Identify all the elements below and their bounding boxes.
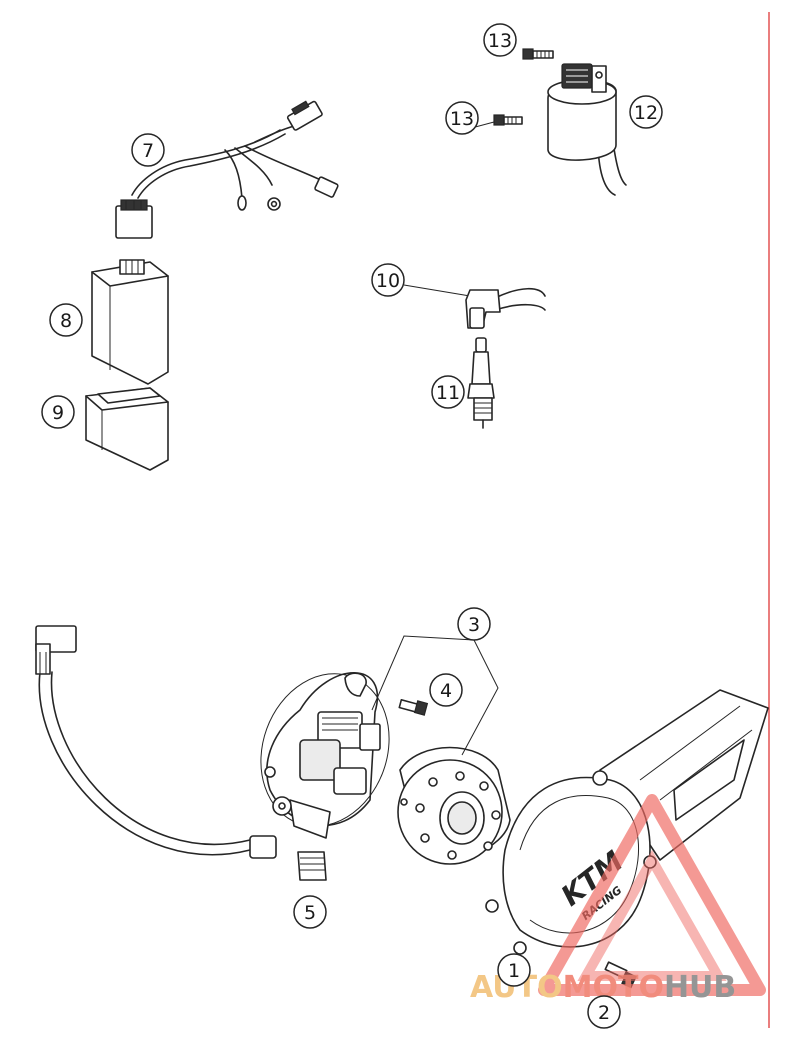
watermark-triangle <box>538 794 766 996</box>
callout-label: 8 <box>60 310 72 332</box>
callout-label: 10 <box>376 270 400 292</box>
callout-circle <box>457 607 491 641</box>
callout-circle <box>587 995 621 1029</box>
callout-label: 3 <box>468 614 480 636</box>
callout-label: 11 <box>436 382 460 404</box>
callout-c2: 2 <box>587 995 621 1029</box>
callout-circle <box>371 263 405 297</box>
callout-label: 12 <box>634 102 658 124</box>
wiring-harness <box>115 100 339 239</box>
callout-circle <box>429 673 463 707</box>
callout-c10: 10 <box>371 263 405 297</box>
callout-label: 13 <box>488 30 512 52</box>
callout-label: 13 <box>450 108 474 130</box>
callout-c12: 12 <box>629 95 663 129</box>
callout-circle <box>483 23 517 57</box>
callout-label: 4 <box>440 680 452 702</box>
callout-circle <box>49 303 83 337</box>
coil-bolt-lower <box>493 114 523 126</box>
callout-c9: 9 <box>41 395 75 429</box>
callout-label: 1 <box>508 960 520 982</box>
callout-c13b: 13 <box>445 101 479 135</box>
callout-label: 7 <box>142 140 154 162</box>
ignition-coil <box>547 63 627 196</box>
spark-plug <box>467 337 495 429</box>
callout-c11: 11 <box>431 375 465 409</box>
callout-label: 5 <box>304 902 316 924</box>
callout-c1: 1 <box>497 953 531 987</box>
callout-circle <box>629 95 663 129</box>
callout-label: 9 <box>52 402 64 424</box>
callout-c13a: 13 <box>483 23 517 57</box>
stator-screw <box>398 699 429 716</box>
callout-c5: 5 <box>293 895 327 929</box>
watermark-part3: HUB <box>664 970 736 1005</box>
gasket-pad <box>297 851 327 881</box>
callout-c3: 3 <box>457 607 491 641</box>
cdi-unit <box>91 259 169 385</box>
ignition-cover: KTM RACING <box>485 689 769 955</box>
cdi-holder <box>85 387 169 471</box>
callout-label: 2 <box>598 1002 610 1024</box>
callout-circle <box>431 375 465 409</box>
coil-bolt-top <box>522 48 554 60</box>
stator-plate <box>260 671 390 839</box>
callout-c7: 7 <box>131 133 165 167</box>
flywheel <box>397 746 511 865</box>
callout-circle <box>445 101 479 135</box>
callout-circle <box>497 953 531 987</box>
stator-cable <box>35 625 277 859</box>
callout-c8: 8 <box>49 303 83 337</box>
callout-circle <box>293 895 327 929</box>
callout-circle <box>131 133 165 167</box>
callout-c4: 4 <box>429 673 463 707</box>
spark-plug-connector <box>403 284 546 329</box>
callout-circle <box>41 395 75 429</box>
leader-lines <box>371 121 499 756</box>
